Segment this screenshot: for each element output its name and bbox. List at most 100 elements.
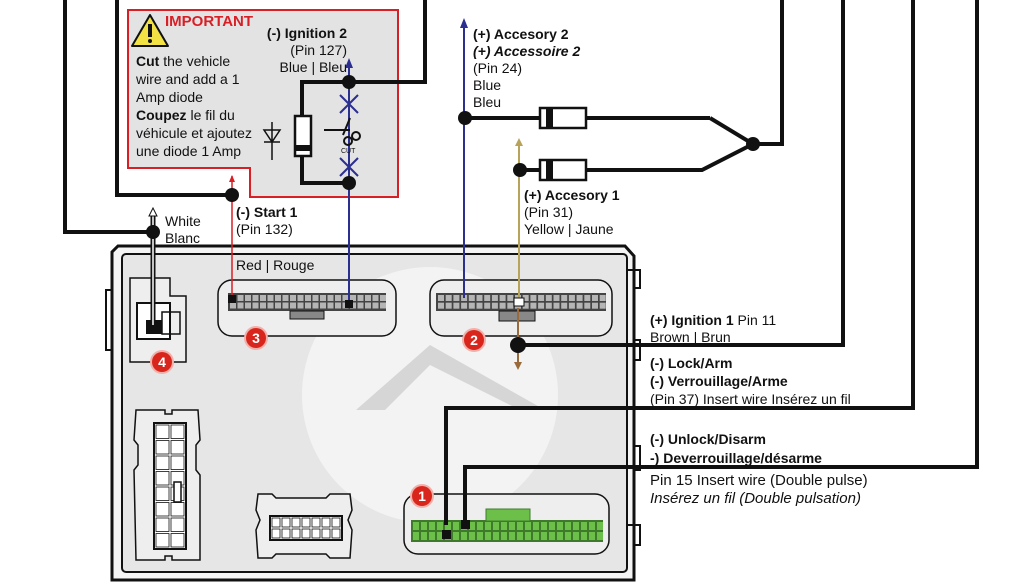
connector-pin — [170, 440, 185, 455]
scissors-icon — [324, 117, 361, 146]
connector-pin — [245, 302, 251, 309]
connector-pin — [549, 522, 555, 530]
connector-pin — [525, 522, 531, 530]
connector-pin — [499, 295, 506, 301]
connector-pin — [573, 532, 579, 540]
connector-pin — [437, 532, 443, 540]
connector-pin — [155, 455, 170, 470]
connector-pin — [491, 295, 498, 301]
ignition1-label: (+) Ignition 1 Pin 11 Brown | Brun — [650, 312, 776, 346]
connector-pin — [484, 295, 491, 301]
connector-pin — [538, 302, 545, 309]
cut-text: the vehicle — [159, 53, 231, 69]
connector-pin — [589, 522, 595, 530]
connector-pin — [453, 295, 460, 301]
connector-pin — [237, 302, 244, 309]
white-color-fr: Blanc — [165, 230, 201, 246]
connector-pin — [413, 532, 419, 540]
unlock-title: (-) Unlock/Disarm — [650, 431, 766, 447]
connector-pin — [321, 528, 331, 539]
connector-pin — [445, 302, 452, 309]
unlock-title-fr: -) Deverrouillage/désarme — [650, 450, 822, 466]
connector-2 — [429, 279, 613, 337]
diode-accessory-2 — [538, 106, 588, 130]
connector-1-badge: 1 — [412, 486, 432, 506]
unlock-label: (-) Unlock/Disarm -) Deverrouillage/désa… — [650, 430, 822, 468]
connector-pin — [365, 295, 371, 301]
connector-pin — [335, 295, 341, 301]
accessory2-title: (+) Accesory 2 — [473, 26, 569, 42]
white-color: White — [165, 213, 201, 229]
connector-pin — [522, 302, 529, 309]
connector-pin — [281, 517, 291, 528]
ignition1-title: (+) Ignition 1 — [650, 312, 734, 328]
connector-pin — [170, 424, 185, 439]
connector-pin — [584, 302, 591, 309]
connector-pin — [438, 302, 444, 309]
connector-pin — [530, 295, 537, 301]
connector-pin — [568, 295, 575, 301]
connector-pin — [301, 517, 311, 528]
accessory2-title-fr: (+) Accessoire 2 — [473, 43, 581, 59]
connector-pin — [453, 302, 460, 309]
accessory1-pin: (Pin 31) — [524, 204, 574, 220]
connector-pin — [549, 532, 555, 540]
connector-pin — [260, 295, 266, 301]
connector-pin — [331, 517, 341, 528]
connector-pin — [597, 522, 603, 530]
connector-pin — [584, 295, 591, 301]
connector-pin — [429, 522, 435, 530]
accessory1-label: (+) Accesory 1 (Pin 31) Yellow | Jaune — [524, 187, 620, 238]
connector-pin — [365, 302, 371, 309]
connector-pin — [445, 522, 451, 530]
lock-title-fr: (-) Verrouillage/Arme — [650, 373, 788, 389]
accessory2-label: (+) Accesory 2 (+) Accessoire 2 (Pin 24)… — [473, 26, 580, 111]
connector-pin — [282, 302, 289, 309]
connector-pin — [453, 522, 459, 530]
connector-pin — [413, 522, 419, 530]
connector-pin — [170, 517, 185, 532]
connector-pin — [445, 295, 452, 301]
black-wires — [63, 0, 979, 525]
connector-pin — [561, 295, 568, 301]
connector-pin — [312, 302, 319, 309]
connector-pin — [267, 295, 274, 301]
connector-pin — [507, 302, 514, 309]
connector-pin — [557, 522, 563, 530]
connector-pin — [461, 302, 468, 309]
connector-pin — [290, 302, 296, 309]
connector-pin — [553, 295, 560, 301]
connector-pin — [576, 295, 583, 301]
cut-label: CUT — [341, 148, 356, 155]
connector-pin — [533, 522, 539, 530]
connector-pin — [507, 295, 514, 301]
connector-pin — [297, 302, 304, 309]
connector-pin — [155, 517, 170, 532]
connector-pin — [501, 532, 507, 540]
connector-pin — [517, 532, 523, 540]
connector-pin — [453, 532, 459, 540]
connector-pin — [533, 532, 539, 540]
connector-pin — [557, 532, 563, 540]
connector-pin — [565, 532, 571, 540]
connector-pin — [357, 295, 364, 301]
white-label: White Blanc — [165, 213, 201, 247]
important-line5: véhicule et ajoutez — [136, 125, 252, 141]
cut-mark-bottom — [339, 157, 359, 177]
connector-pin — [271, 517, 281, 528]
connector-pin — [541, 532, 547, 540]
important-line6: une diode 1 Amp — [136, 143, 242, 159]
connector-pin — [290, 295, 296, 301]
connector-pin — [565, 522, 571, 530]
connector-pin — [372, 295, 379, 301]
connector-vertical — [133, 409, 201, 561]
connector-pin — [429, 532, 435, 540]
important-line3: Amp diode — [136, 89, 203, 105]
brown-wire-ignition1 — [514, 308, 522, 370]
connector-pin — [350, 295, 356, 301]
connector-pin — [327, 295, 334, 301]
connector-pin — [230, 302, 236, 309]
start1-label: (-) Start 1 (Pin 132) — [236, 204, 297, 238]
connector-pin — [380, 295, 386, 301]
ignition2-label: (-) Ignition 2 (Pin 127) Blue | Bleu — [262, 25, 347, 76]
